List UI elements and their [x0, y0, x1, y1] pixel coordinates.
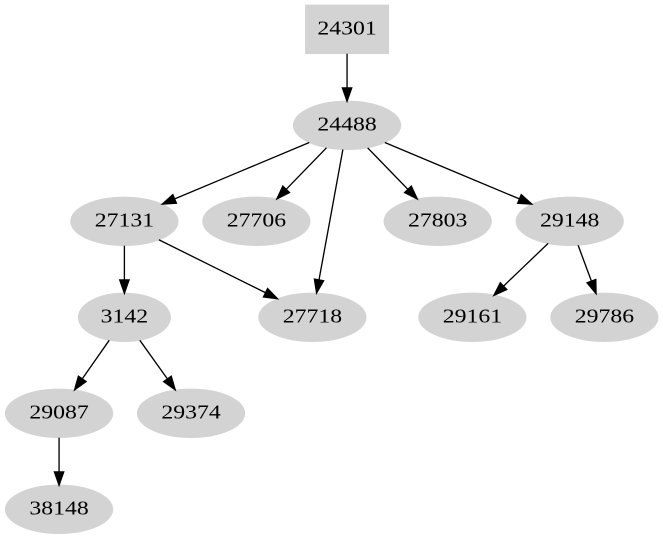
- svg-text:27131: 27131: [95, 209, 154, 231]
- svg-text:24301: 24301: [317, 17, 376, 39]
- svg-text:27706: 27706: [227, 209, 287, 231]
- svg-text:24488: 24488: [317, 113, 377, 135]
- svg-text:29087: 29087: [29, 401, 89, 423]
- svg-text:29374: 29374: [161, 401, 221, 423]
- svg-text:3142: 3142: [101, 305, 149, 327]
- svg-text:29148: 29148: [540, 209, 600, 231]
- svg-text:27803: 27803: [408, 209, 468, 231]
- svg-text:29161: 29161: [443, 305, 502, 327]
- svg-text:27718: 27718: [283, 305, 343, 327]
- svg-text:38148: 38148: [29, 497, 89, 519]
- svg-text:29786: 29786: [575, 305, 635, 327]
